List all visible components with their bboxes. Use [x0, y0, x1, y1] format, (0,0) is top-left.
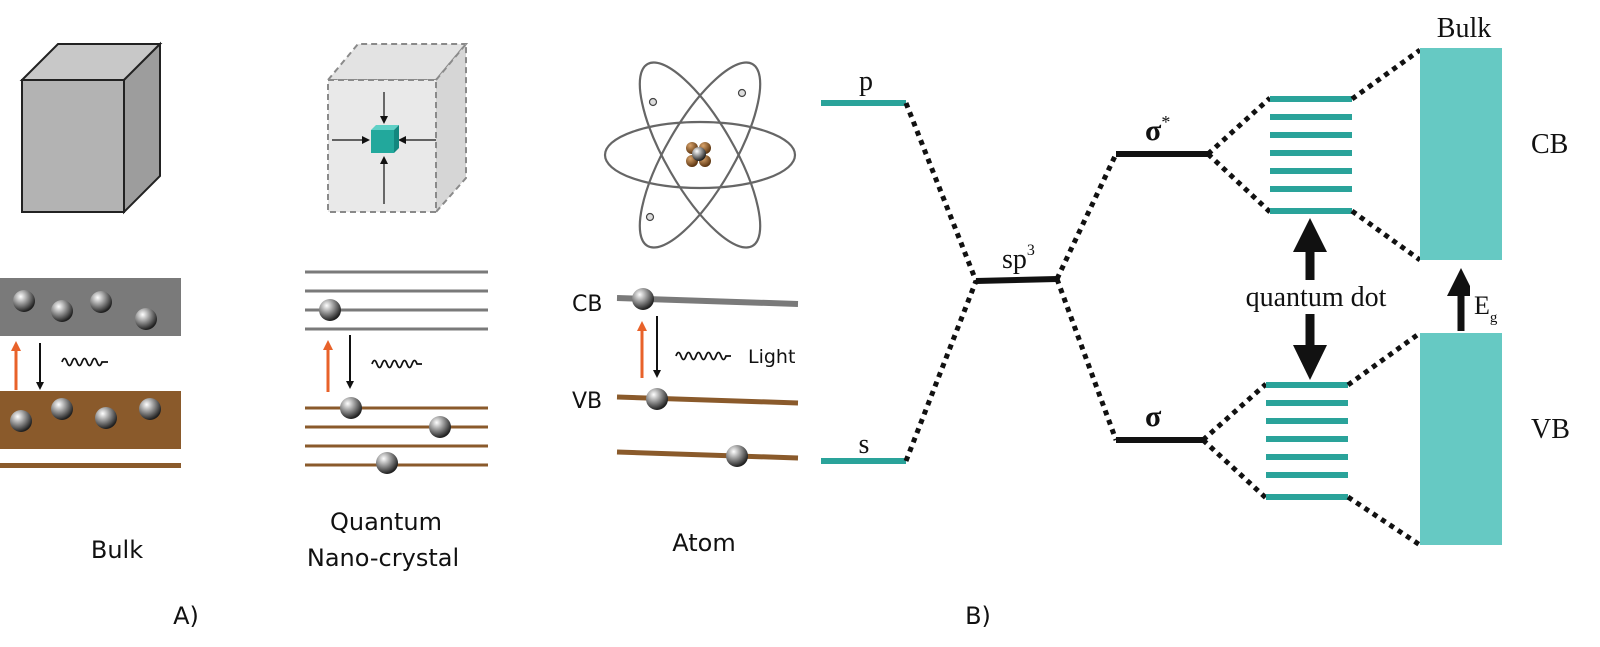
- bulk-valence-band-block: [1420, 333, 1502, 545]
- quantum-dot-label: quantum dot: [1246, 282, 1387, 313]
- panel-a-label: A): [173, 602, 199, 630]
- bulk-band-label: Bulk: [1437, 13, 1491, 44]
- qd-vb-connector-upper: [1201, 382, 1268, 442]
- bulk-conduction-band-block: [1420, 48, 1502, 260]
- qd-vb-connector-lower: [1201, 438, 1268, 500]
- atom-lower-electron: [726, 445, 748, 467]
- band-gap-label-bg: [1470, 284, 1500, 326]
- mo-diagram: p s sp3 σ* σ: [821, 13, 1570, 548]
- atom-cb-label: CB: [572, 292, 602, 317]
- quantum-dot-vb-levels: [1266, 382, 1348, 500]
- bulk-vb-connector-upper: [1346, 330, 1422, 388]
- atom-column: CB Light VB Atom: [572, 61, 799, 557]
- nanocrystal-column: Quantum Nano-crystal: [305, 41, 488, 572]
- sigma-star-dashed-connector: [1054, 152, 1119, 281]
- bulk-cb-electrons: [13, 290, 157, 330]
- nanocrystal-cube-icon: [325, 41, 469, 215]
- nanocrystal-core-cube: [371, 125, 399, 130]
- sigma-star-label: σ*: [1145, 112, 1170, 147]
- qd-cb-connector-upper: [1206, 96, 1272, 156]
- atom-nucleus-icon: [686, 142, 711, 167]
- qd-cb-connector-lower: [1206, 152, 1272, 214]
- bulk-column: Bulk: [0, 41, 181, 564]
- bulk-cube-icon: [19, 41, 163, 215]
- sp3-dashed-connector-lower: [903, 280, 979, 462]
- p-orbital-label: p: [859, 66, 873, 97]
- nanocrystal-cb-electron: [319, 299, 341, 321]
- sp3-dashed-connector-upper: [903, 102, 979, 282]
- atom-label: Atom: [672, 529, 735, 557]
- sp3-level: [975, 276, 1058, 284]
- nanocrystal-label-line2: Nano-crystal: [307, 544, 459, 572]
- atom-cb-electron: [632, 288, 654, 310]
- bulk-vb-electrons: [10, 398, 161, 432]
- band-gap-arrow: [1447, 268, 1475, 331]
- quantum-dot-label-bg: [1226, 280, 1404, 314]
- bulk-cb-connector-lower: [1350, 208, 1422, 263]
- cb-label: CB: [1531, 129, 1568, 160]
- atom-vb-label: VB: [572, 389, 602, 414]
- bulk-light-wave-icon: [61, 357, 108, 367]
- bulk-label: Bulk: [91, 536, 143, 564]
- quantum-dot-cb-levels: [1270, 96, 1352, 214]
- sigma-dashed-connector: [1054, 278, 1119, 441]
- vb-label: VB: [1531, 414, 1570, 445]
- atom-lower-level: [616, 449, 799, 461]
- panel-b-label: B): [965, 602, 991, 630]
- nanocrystal-vb-levels: [305, 406, 488, 467]
- sp3-label: sp3: [1002, 242, 1035, 275]
- atom-light-wave-icon: [675, 351, 731, 361]
- band-gap-label: Eg: [1474, 291, 1498, 326]
- bulk-lower-band-line: [0, 463, 181, 468]
- sigma-label: σ: [1145, 400, 1162, 433]
- nanocrystal-vb-electrons: [340, 397, 451, 474]
- nanocrystal-light-wave-icon: [371, 359, 422, 369]
- bulk-vb-connector-lower: [1346, 494, 1422, 548]
- atom-light-label: Light: [748, 346, 795, 368]
- bulk-cb-connector-upper: [1350, 47, 1422, 102]
- atom-icon: [603, 61, 797, 249]
- atom-vb-level: [616, 394, 799, 406]
- nanocrystal-label-line1: Quantum: [330, 508, 442, 536]
- atom-vb-electron: [646, 388, 668, 410]
- s-orbital-label: s: [859, 429, 870, 460]
